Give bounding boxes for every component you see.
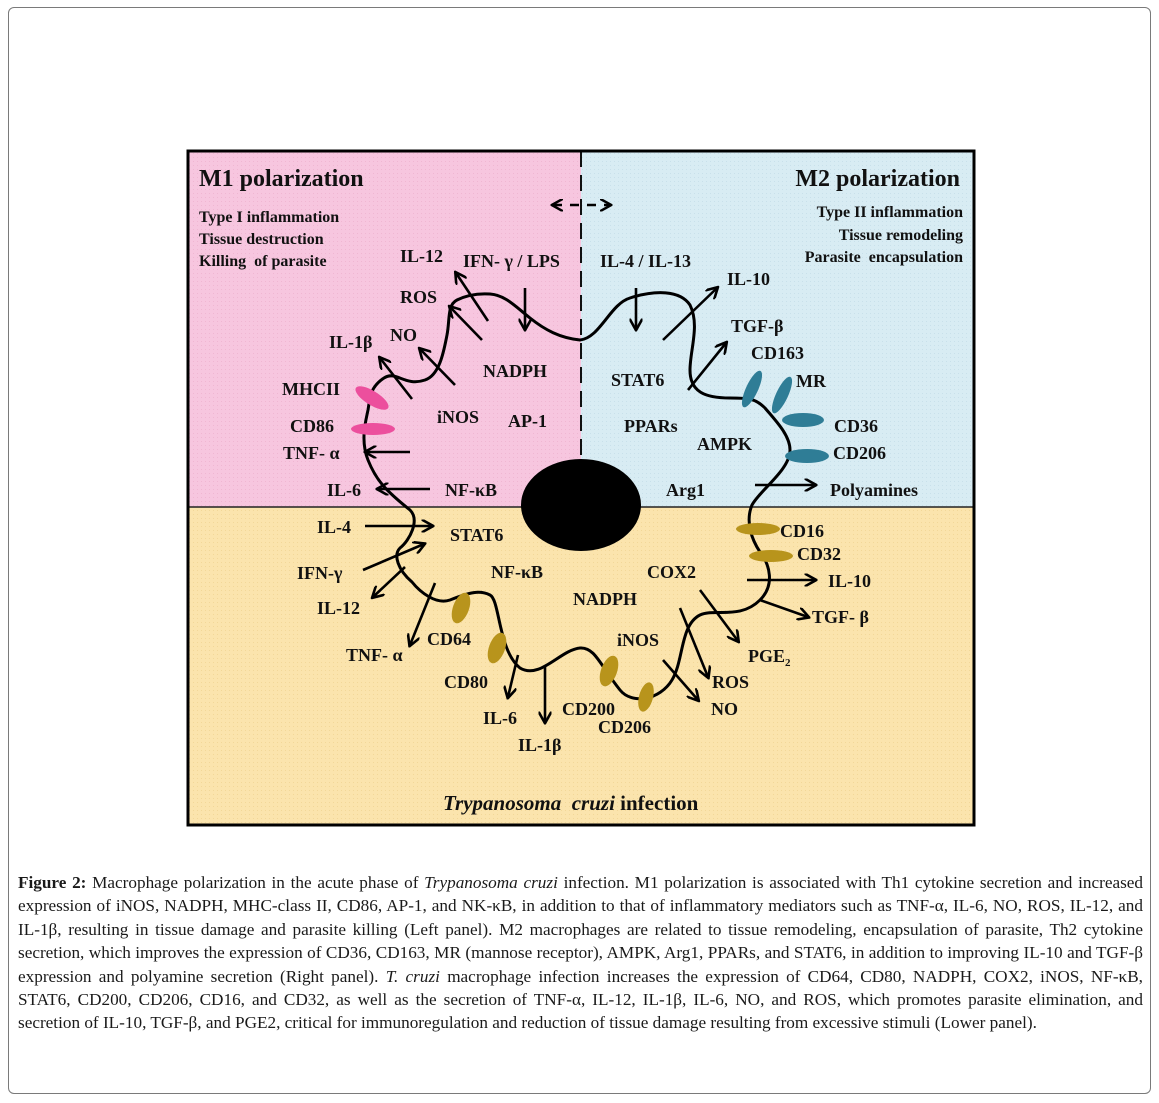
caption-text-2: infection. M1 polarization is associated… — [18, 873, 1143, 986]
receptor-cd200 — [599, 655, 619, 687]
m1-feature-1: Type I inflammation — [199, 209, 339, 226]
m2-arrows — [636, 288, 815, 485]
m2-feature-1: Type II inflammation — [817, 204, 963, 221]
label-m2-stimulus: IL-4 / IL-13 — [600, 251, 691, 271]
label-ppars: PPARs — [624, 416, 678, 436]
receptor-mhcii — [355, 386, 389, 410]
m2-title: M2 polarization — [795, 166, 960, 192]
receptor-cd32 — [749, 550, 793, 562]
infection-title-italic: Trypanosoma cruzi — [443, 791, 615, 815]
receptor-cd206-m2 — [785, 449, 829, 463]
label-il12-m1: IL-12 — [400, 246, 443, 266]
receptor-cd206-infection — [638, 682, 654, 712]
label-ap1: AP-1 — [508, 411, 547, 431]
receptor-cd16 — [736, 523, 780, 535]
label-cd36: CD36 — [834, 416, 878, 436]
label-ros-inf: ROS — [712, 672, 749, 692]
label-il1b-m1: IL-1β — [329, 332, 373, 352]
infection-panel-background — [188, 507, 974, 825]
label-tgfb-inf: TGF- β — [812, 607, 869, 627]
label-cd206-m2: CD206 — [833, 443, 886, 463]
receptor-mr — [771, 376, 793, 414]
macrophage-polarization-diagram: M1 polarization Type I inflammation Tiss… — [186, 149, 976, 827]
label-tnfa-inf: TNF- α — [346, 645, 403, 665]
caption-text-3: macrophage infection increases the expre… — [18, 966, 1143, 1033]
label-nadph-inf: NADPH — [573, 589, 637, 609]
m1-feature-2: Tissue destruction — [199, 231, 324, 248]
label-pge2-subscript: 2 — [785, 657, 791, 669]
label-cd64: CD64 — [427, 629, 471, 649]
m1-title: M1 polarization — [199, 166, 364, 192]
label-il4-input: IL-4 — [317, 517, 351, 537]
label-no-inf: NO — [711, 699, 738, 719]
label-cd32: CD32 — [797, 544, 841, 564]
label-inos-inf: iNOS — [617, 630, 659, 650]
m2-feature-3: Parasite encapsulation — [805, 249, 963, 266]
label-il6-m1: IL-6 — [327, 480, 361, 500]
label-pge2-main: PGE — [748, 646, 785, 666]
label-nfkb-inf: NF-κB — [491, 562, 543, 582]
label-nadph-m1: NADPH — [483, 361, 547, 381]
label-cd163: CD163 — [751, 343, 804, 363]
m2-panel-background — [581, 151, 974, 507]
label-cd206-inf: CD206 — [598, 717, 651, 737]
nucleus — [521, 459, 641, 551]
label-ampk: AMPK — [697, 434, 752, 454]
label-no-m1: NO — [390, 325, 417, 345]
label-arg1: Arg1 — [666, 480, 705, 500]
receptor-cd86 — [351, 423, 395, 435]
label-mr: MR — [796, 371, 827, 391]
label-cox2: COX2 — [647, 562, 696, 582]
label-il6-inf: IL-6 — [483, 708, 517, 728]
label-polyamines: Polyamines — [830, 480, 918, 500]
label-inos-m1: iNOS — [437, 407, 479, 427]
receptor-cd80 — [487, 632, 507, 664]
label-il10-inf: IL-10 — [828, 571, 871, 591]
caption-text-1: Macrophage polarization in the acute pha… — [86, 873, 425, 892]
label-nfkb-m1: NF-κB — [445, 480, 497, 500]
infection-arrows — [362, 526, 815, 722]
label-cd16: CD16 — [780, 521, 824, 541]
label-pge2: PGE2 — [748, 646, 791, 669]
label-cd200: CD200 — [562, 699, 615, 719]
receptor-cd36 — [782, 413, 824, 427]
infection-title-rest: infection — [620, 791, 698, 815]
m1-panel-background — [188, 151, 581, 507]
label-stat6-inf: STAT6 — [450, 525, 503, 545]
label-cd80: CD80 — [444, 672, 488, 692]
label-ifng-input: IFN-γ — [297, 563, 343, 583]
m1-feature-3: Killing of parasite — [199, 253, 327, 270]
receptor-cd64 — [451, 592, 471, 624]
caption-label: Figure 2: — [18, 873, 87, 892]
receptor-cd163 — [741, 370, 763, 408]
figure-border — [186, 149, 976, 827]
label-m1-stimulus: IFN- γ / LPS — [463, 251, 560, 271]
label-tgfb-m2: TGF-β — [731, 316, 783, 336]
label-il12-inf: IL-12 — [317, 598, 360, 618]
label-il1b-inf: IL-1β — [518, 735, 562, 755]
infection-panel-title: Trypanosoma cruzi infection — [443, 791, 699, 815]
label-stat6-m2: STAT6 — [611, 370, 664, 390]
caption-italic-2: T. cruzi — [385, 966, 440, 986]
label-mhcii: MHCII — [282, 379, 340, 399]
m1-arrows — [366, 273, 525, 489]
label-tnfa-m1: TNF- α — [283, 443, 340, 463]
label-cd86: CD86 — [290, 416, 334, 436]
label-il10-m2: IL-10 — [727, 269, 770, 289]
m2-feature-2: Tissue remodeling — [839, 227, 963, 244]
caption-italic-1: Trypanosoma cruzi — [424, 873, 558, 892]
cell-membrane — [362, 291, 792, 701]
label-ros-m1: ROS — [400, 287, 437, 307]
figure-caption: Figure 2: Macrophage polarization in the… — [18, 871, 1143, 1035]
